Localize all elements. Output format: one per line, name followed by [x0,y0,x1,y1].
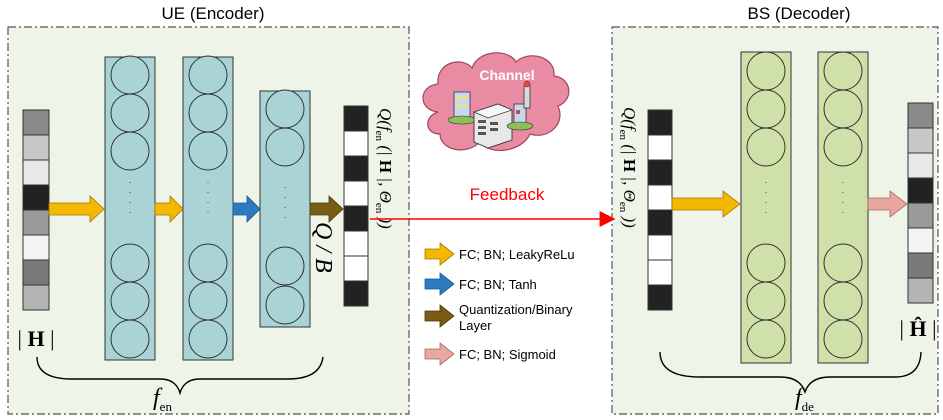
encoder-title: UE (Encoder) [162,4,265,23]
svg-text:·: · [765,207,768,217]
legend: FC; BN; LeakyReLu FC; BN; Tanh Quantizat… [424,242,575,366]
svg-text:·: · [765,177,768,187]
svg-text:·: · [842,187,845,197]
decoder-arrow-1 [671,190,741,218]
legend-label-quantization-line2: Layer [459,318,492,333]
legend-label-quantization: Quantization/Binary [459,302,573,317]
legend-label-sigmoid: FC; BN; Sigmoid [459,347,556,362]
svg-text:·: · [765,197,768,207]
encoder-layer-3: · · · · [259,89,311,328]
svg-text:·: · [207,207,210,217]
decoder-output-label: | Ĥ | [900,316,937,341]
encoder-layer-2: · · · · [182,55,234,361]
encoder-arrow-3 [232,195,261,223]
decoder-input-vector [647,109,673,311]
legend-item-quantization: Quantization/Binary Layer [424,302,573,333]
decoder-arrow-2 [867,190,908,218]
legend-item-leakyrelu: FC; BN; LeakyReLu [424,242,575,266]
svg-text:·: · [129,177,132,187]
legend-item-sigmoid: FC; BN; Sigmoid [424,342,556,366]
brown-arrow-icon [424,304,455,328]
legend-label-tanh: FC; BN; Tanh [459,277,537,292]
channel-cloud-icon [422,52,570,151]
encoder-arrow-2 [154,195,184,223]
decoder-title: BS (Decoder) [748,4,851,23]
legend-item-tanh: FC; BN; Tanh [424,272,537,296]
svg-text:·: · [129,207,132,217]
svg-text:·: · [129,197,132,207]
quantizer-label: Q / B [310,222,336,273]
encoder-arrow-4 [309,195,344,223]
svg-text:·: · [284,192,287,202]
svg-text:·: · [284,182,287,192]
svg-text:·: · [207,197,210,207]
svg-text:·: · [284,212,287,222]
svg-text:·: · [129,187,132,197]
decoder-layer-1: · · · · [740,51,792,364]
blue-arrow-icon [424,272,455,296]
svg-text:·: · [284,202,287,212]
decoder-output-vector [907,102,934,304]
svg-text:·: · [207,187,210,197]
encoder-output-vector [343,105,369,307]
svg-text:·: · [842,207,845,217]
encoder-brace [36,356,324,396]
decoder-brace [659,351,922,395]
svg-text:·: · [207,177,210,187]
svg-text:·: · [765,187,768,197]
svg-text:·: · [842,197,845,207]
channel-label: Channel [479,67,534,83]
encoder-input-vector [22,109,50,311]
decoder-layer-2: · · · · [817,51,869,364]
encoder-input-label: | H | [18,326,55,351]
encoder-arrow-1 [48,195,105,223]
svg-text:·: · [842,177,845,187]
feedback-label: Feedback [470,185,545,204]
pink-arrow-icon [424,342,455,366]
legend-label-leakyrelu: FC; BN; LeakyReLu [459,247,575,262]
encoder-layer-1: · · · · [104,55,156,361]
yellow-arrow-icon [424,242,455,266]
